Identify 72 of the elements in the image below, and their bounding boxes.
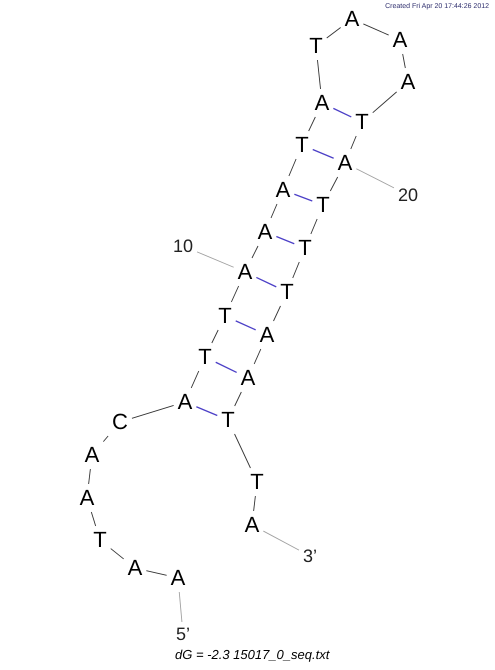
nucleotide-label: A <box>260 324 274 346</box>
backbone-line <box>102 436 109 442</box>
backbone-line <box>330 176 338 192</box>
nucleotide-label: A <box>344 8 360 30</box>
nucleotide-label: C <box>112 411 128 433</box>
nucleotide-label: A <box>128 557 142 579</box>
nucleotide-label: A <box>314 92 330 114</box>
backbone-line <box>310 218 318 234</box>
backbone-line <box>110 548 124 560</box>
backbone-line <box>253 496 256 512</box>
nucleotide-label: A <box>244 514 260 536</box>
nucleotide-label: T <box>250 471 264 493</box>
leader-line <box>196 251 234 268</box>
strand-end-label: 3’ <box>303 547 317 565</box>
backbone-line <box>132 405 174 419</box>
backbone-line <box>270 204 278 218</box>
base-pair-line <box>312 148 334 159</box>
base-pair-line <box>196 406 218 416</box>
base-pair-line <box>215 362 237 374</box>
backbone-line <box>211 330 219 344</box>
backbone-line <box>402 54 406 68</box>
leader-line <box>262 530 300 551</box>
backbone-line <box>234 434 251 468</box>
backbone-line <box>90 512 96 526</box>
backbone-line <box>254 348 262 364</box>
nucleotide-label: A <box>84 444 100 466</box>
nucleotide-label: T <box>280 281 294 303</box>
nucleotide-label: T <box>221 409 235 431</box>
position-number: 20 <box>398 186 418 204</box>
backbone-line <box>234 392 242 406</box>
base-pair-line <box>235 320 256 330</box>
base-pair-line <box>333 108 352 118</box>
leader-line <box>178 592 182 622</box>
energy-caption: dG = -2.3 15017_0_seq.txt <box>175 647 330 662</box>
backbone-line <box>292 262 300 278</box>
nucleotide-label: T <box>355 111 369 133</box>
backbone-line <box>88 468 91 484</box>
nucleotide-label: T <box>316 194 330 216</box>
backbone-line <box>317 60 321 90</box>
nucleotide-label: T <box>309 35 323 57</box>
backbone-line <box>146 570 168 576</box>
nucleotide-label: A <box>338 152 352 174</box>
nucleotide-label: A <box>392 29 408 51</box>
backbone-line <box>308 116 316 132</box>
backbone-line <box>372 91 398 114</box>
nucleotide-label: T <box>93 529 107 551</box>
backbone-line <box>362 24 390 36</box>
base-pair-line <box>256 276 277 288</box>
nucleotide-label: A <box>238 261 252 283</box>
base-pair-line <box>294 194 312 202</box>
backbone-line <box>230 286 240 302</box>
strand-end-label: 5’ <box>176 625 190 643</box>
nucleotide-label: T <box>298 237 312 259</box>
nucleotide-label: A <box>170 567 186 589</box>
backbone-line <box>326 27 342 38</box>
nucleotide-label: A <box>240 367 256 389</box>
backbone-line <box>350 136 357 150</box>
backbone-line <box>190 370 200 388</box>
nucleotide-label: T <box>295 134 309 156</box>
position-number: 10 <box>172 237 194 255</box>
nucleotide-label: A <box>400 71 416 93</box>
backbone-line <box>273 306 281 322</box>
backbone-line <box>288 158 297 176</box>
nucleotide-label: T <box>198 346 212 368</box>
nucleotide-label: A <box>80 487 94 509</box>
nucleotide-label: A <box>258 221 272 243</box>
backbone-line <box>252 246 258 258</box>
leader-line <box>356 168 394 188</box>
base-pair-line <box>276 236 295 244</box>
nucleotide-label: A <box>178 391 192 413</box>
nucleotide-label: T <box>218 305 232 327</box>
nucleotide-label: A <box>276 179 290 201</box>
